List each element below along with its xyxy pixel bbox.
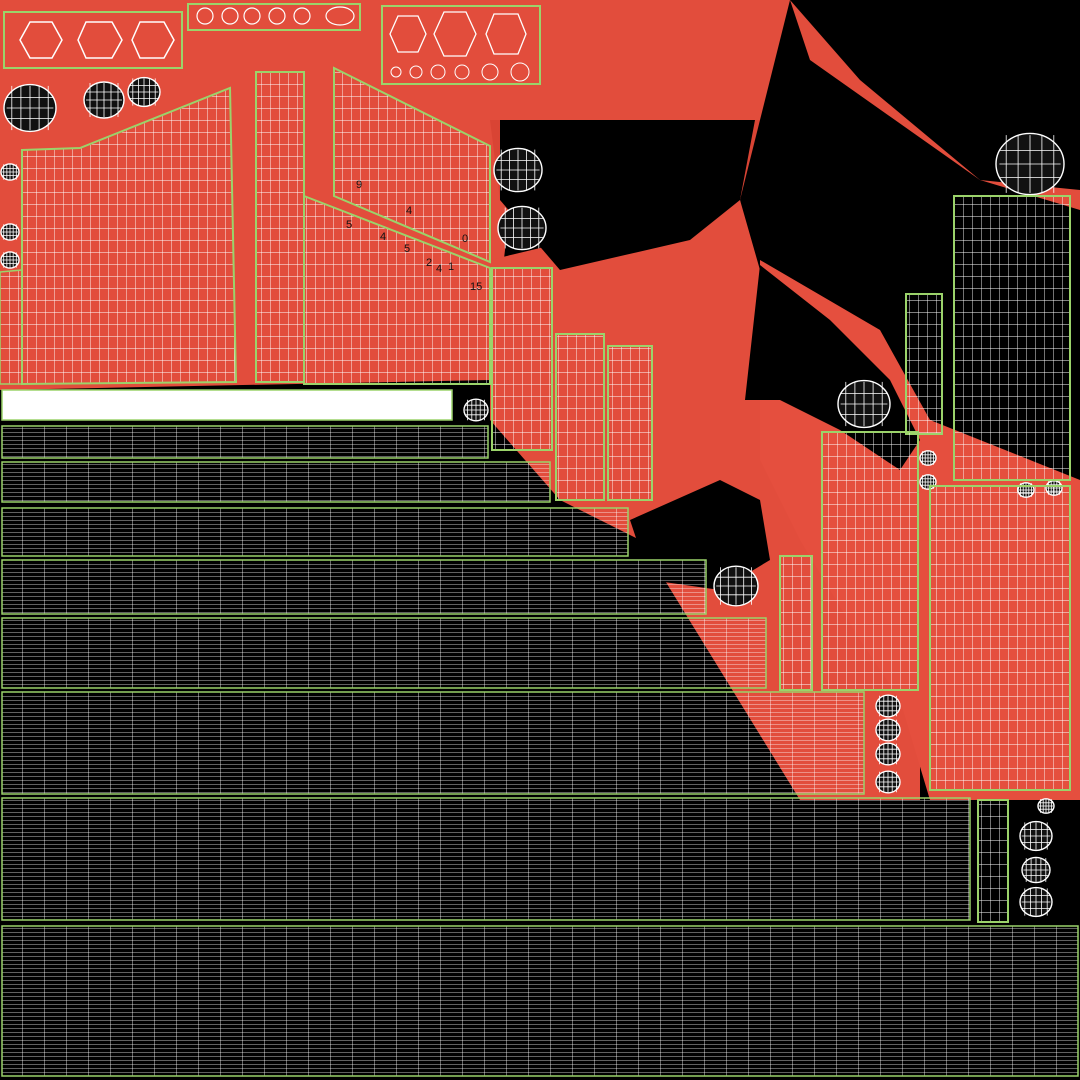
- uv-island: [131, 21, 175, 59]
- seam-label: 0: [462, 233, 468, 245]
- uv-island: [3, 11, 183, 69]
- seam-label: 4: [380, 231, 386, 243]
- uv-strip: [1, 559, 707, 615]
- uv-island: [196, 7, 214, 25]
- uv-island: [293, 7, 311, 25]
- seam-label: 4: [406, 205, 412, 217]
- seam-label: 9: [356, 179, 362, 191]
- uv-panel: [0, 269, 23, 385]
- uv-panel: [303, 194, 491, 385]
- uv-island: [390, 66, 402, 78]
- uv-island: [243, 7, 261, 25]
- seam-label: 1: [448, 261, 454, 273]
- texture-void: [500, 120, 755, 270]
- uv-panel: [255, 71, 305, 383]
- uv-panel: [929, 485, 1071, 791]
- seam-label: 5: [404, 243, 410, 255]
- uv-panel: [333, 66, 491, 264]
- uv-strip: [1, 389, 453, 421]
- uv-strips: [1, 389, 1079, 1077]
- uv-panel: [905, 293, 943, 435]
- seam-label: 2: [426, 257, 432, 269]
- top-islands: [3, 3, 541, 85]
- uv-island: [433, 11, 477, 57]
- uv-panel: [821, 431, 919, 691]
- uv-strip: [1, 425, 489, 459]
- uv-island: [430, 64, 446, 80]
- uv-island: [325, 6, 355, 26]
- seam-label: 4: [436, 263, 442, 275]
- red-panels: [0, 66, 1071, 923]
- uv-panel: [977, 799, 1009, 923]
- seam-label: 5: [346, 219, 352, 231]
- uv-panel: [555, 333, 605, 501]
- uv-island: [454, 64, 470, 80]
- uv-island: [268, 7, 286, 25]
- uv-island: [510, 62, 530, 82]
- uv-island: [481, 63, 499, 81]
- uv-island: [485, 13, 527, 55]
- uv-strip: [1, 797, 971, 921]
- uv-panel: [607, 345, 653, 501]
- uv-island: [77, 21, 123, 59]
- uv-island: [221, 7, 239, 25]
- uv-island: [409, 65, 423, 79]
- seam-label: 15: [470, 281, 482, 293]
- uv-island: [381, 5, 541, 85]
- uv-island: [19, 21, 63, 59]
- uv-island: [389, 15, 427, 53]
- uv-strip: [1, 691, 865, 795]
- uv-panel: [491, 267, 553, 451]
- uv-panel: [953, 195, 1071, 481]
- uv-panel: [779, 555, 813, 691]
- uv-strip: [1, 461, 551, 503]
- uv-strip: [1, 925, 1079, 1077]
- uv-strip: [1, 507, 629, 557]
- uv-strip: [1, 617, 767, 689]
